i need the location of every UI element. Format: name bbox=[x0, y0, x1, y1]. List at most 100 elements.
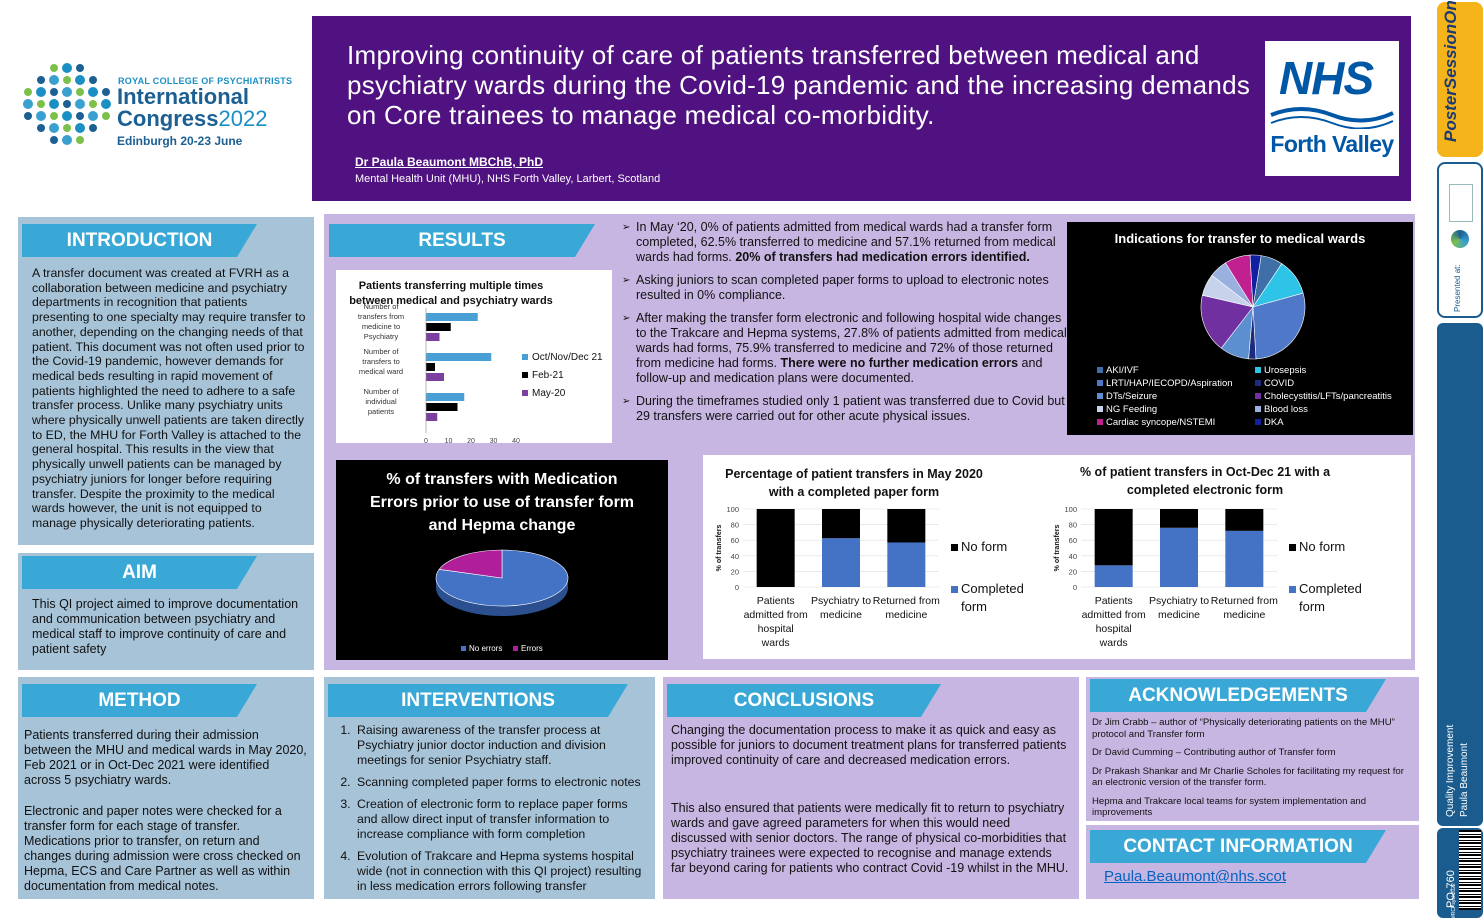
sidebar-brand: PosterSessionOnline bbox=[1441, 0, 1460, 142]
category-label: Psychiatry bbox=[364, 332, 399, 341]
legend-label: May-20 bbox=[532, 388, 566, 399]
results-bullet-text: During the timeframes studied only 1 pat… bbox=[636, 394, 1065, 423]
arrow-bullet-icon: ➢ bbox=[622, 222, 631, 233]
contact-heading: CONTACT INFORMATION bbox=[1090, 830, 1386, 863]
logo-dot bbox=[36, 87, 46, 97]
nhs-wave-icon bbox=[1270, 107, 1394, 129]
introduction-text: A transfer document was created at FVRH … bbox=[32, 266, 306, 530]
logo-dot bbox=[50, 88, 58, 96]
category-label: hospital bbox=[1096, 623, 1132, 635]
tick-label: 60 bbox=[731, 536, 739, 545]
bar bbox=[426, 403, 458, 411]
aim-panel: AIM This QI project aimed to improve doc… bbox=[18, 553, 314, 670]
logo-dot bbox=[37, 100, 45, 108]
category-label: medicine bbox=[1223, 609, 1265, 621]
list-item: Scanning completed paper forms to electr… bbox=[354, 775, 645, 790]
poster-session-online-tab[interactable]: PosterSessionOnline bbox=[1437, 0, 1483, 157]
bar bbox=[426, 373, 444, 381]
congress-logo: ROYAL COLLEGE OF PSYCHIATRISTS Internati… bbox=[16, 16, 296, 168]
title-banner: Improving continuity of care of patients… bbox=[312, 16, 1411, 201]
logo-dot bbox=[49, 99, 59, 109]
results-panel: RESULTS ➢In May ‘20, 0% of patients admi… bbox=[324, 214, 1415, 670]
logo-dot bbox=[75, 75, 85, 85]
logo-dot bbox=[101, 99, 111, 109]
legend-swatch bbox=[522, 390, 528, 396]
logo-dot bbox=[62, 87, 72, 97]
list-item: Dr Jim Crabb – author of “Physically det… bbox=[1092, 717, 1395, 740]
legend-swatch bbox=[513, 646, 518, 651]
multiple-transfers-chart: Patients transferring multiple times bet… bbox=[336, 270, 612, 443]
aim-heading: AIM bbox=[22, 556, 257, 589]
contact-email-link[interactable]: Paula.Beaumont@nhs.scot bbox=[1104, 868, 1286, 885]
contact-trailing: . bbox=[1283, 868, 1288, 885]
results-heading: RESULTS bbox=[329, 224, 595, 257]
results-bullet: ➢After making the transfer form electron… bbox=[622, 311, 1068, 386]
category-label: Patients bbox=[757, 595, 795, 607]
logo-dot bbox=[50, 136, 58, 144]
tick-label: 30 bbox=[490, 438, 498, 443]
list-item: Raising awareness of the transfer proces… bbox=[354, 723, 645, 768]
category-label: Psychiatry to bbox=[811, 595, 871, 607]
pie-slice bbox=[1200, 294, 1254, 349]
logo-dot bbox=[102, 112, 110, 120]
category-label: hospital bbox=[758, 623, 794, 635]
bar bbox=[426, 323, 451, 331]
sidebar-category: Quality Improvement bbox=[1445, 724, 1456, 817]
results-bullet-bold: There were no further medication errors bbox=[780, 356, 1019, 370]
congress-org: ROYAL COLLEGE OF PSYCHIATRISTS bbox=[118, 76, 293, 86]
results-bullet: ➢In May ‘20, 0% of patients admitted fro… bbox=[622, 220, 1068, 265]
logo-dot bbox=[88, 87, 98, 97]
acknowledgements-heading: ACKNOWLEDGEMENTS bbox=[1090, 679, 1386, 712]
results-bullet-text: After making the transfer form electroni… bbox=[636, 311, 1067, 370]
category-label: medicine to bbox=[362, 322, 400, 331]
tick-label: 100 bbox=[726, 505, 739, 514]
legend-swatch bbox=[1255, 406, 1261, 412]
category-label: medicine bbox=[1158, 609, 1200, 621]
bar bbox=[887, 509, 926, 543]
indications-chart: Indications for transfer to medical ward… bbox=[1067, 222, 1413, 435]
form-completion-plot: % of transfers020406080100Patientsadmitt… bbox=[716, 505, 1362, 649]
list-item: Hepma and Trakcare local teams for syste… bbox=[1092, 795, 1367, 819]
legend-swatch bbox=[1097, 419, 1103, 425]
category-label: patients bbox=[368, 407, 395, 416]
logo-dot bbox=[89, 124, 97, 132]
legend-swatch bbox=[1289, 544, 1296, 551]
conclusions-panel: CONCLUSIONS Changing the documentation p… bbox=[663, 677, 1079, 899]
chart-title: Indications for transfer to medical ward… bbox=[1114, 231, 1366, 246]
legend-swatch bbox=[1097, 367, 1103, 373]
logo-dot bbox=[102, 88, 110, 96]
poster-info-tab: Quality Improvement Paula Beaumont bbox=[1437, 323, 1483, 826]
logo-dot bbox=[63, 76, 71, 84]
presented-at-tab[interactable]: Presented at: bbox=[1437, 162, 1483, 318]
results-bullet-bold: 20% of transfers had medication errors i… bbox=[735, 250, 1030, 264]
tick-label: 40 bbox=[731, 552, 739, 561]
logo-dot bbox=[75, 99, 85, 109]
tick-label: 40 bbox=[512, 438, 520, 443]
legend-label: No form bbox=[1299, 539, 1345, 554]
legend-label: Urosepsis bbox=[1264, 365, 1306, 376]
congress-name-line1: International bbox=[117, 84, 250, 109]
legend-label: LRTI/HAP/IECOPD/Aspiration bbox=[1106, 378, 1233, 389]
legend-label: form bbox=[961, 599, 987, 614]
legend-label: COVID bbox=[1264, 378, 1294, 389]
legend-swatch bbox=[951, 586, 958, 593]
logo-dot bbox=[49, 123, 59, 133]
bar bbox=[1094, 565, 1133, 587]
logo-dot bbox=[37, 124, 45, 132]
pie-slice bbox=[435, 549, 569, 607]
logo-dot bbox=[76, 136, 84, 144]
congress-dots-icon bbox=[23, 63, 111, 145]
legend-label: No form bbox=[961, 539, 1007, 554]
congress-place: Edinburgh 20-23 June bbox=[117, 134, 243, 148]
tick-label: 20 bbox=[731, 567, 739, 576]
tick-label: 80 bbox=[731, 521, 739, 530]
list-item: Evolution of Trakcare and Hepma systems … bbox=[354, 849, 645, 894]
results-bullet: ➢During the timeframes studied only 1 pa… bbox=[622, 394, 1068, 424]
author-name: Dr Paula Beaumont MBChB, PhD bbox=[355, 155, 544, 169]
tick-label: 80 bbox=[1069, 521, 1077, 530]
author-affiliation: Mental Health Unit (MHU), NHS Forth Vall… bbox=[355, 173, 661, 185]
category-label: admitted from bbox=[1082, 609, 1146, 621]
legend-label: Blood loss bbox=[1264, 404, 1308, 415]
